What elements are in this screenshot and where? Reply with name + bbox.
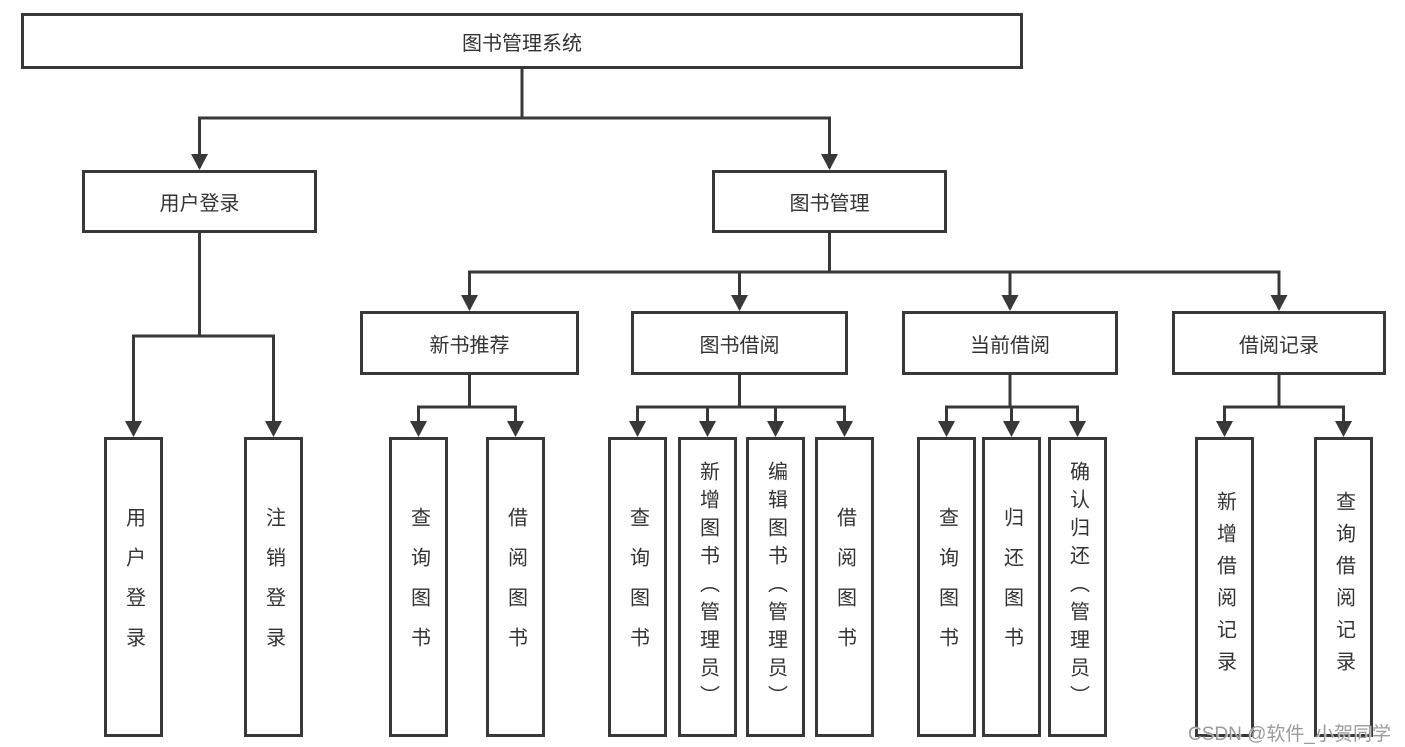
csdn-watermark: CSDN @软件_小贺同学 [1188, 724, 1391, 745]
node-current-borrow: 当前借阅 [902, 311, 1118, 375]
node-leaf-query-books-3: 查询图书 [917, 437, 976, 737]
node-library-system: 图书管理系统 [21, 13, 1023, 69]
connector-bookborrow-children [636, 375, 846, 434]
node-leaf-borrow-books-2: 借阅图书 [815, 437, 874, 737]
node-label: 新增图书（管理员） [696, 461, 719, 713]
node-label: 图书借阅 [699, 334, 780, 357]
connector-newbook-children [417, 375, 517, 434]
node-label: 查询图书 [935, 507, 958, 667]
arrowheads [125, 154, 1352, 437]
node-label: 图书管理系统 [462, 32, 582, 55]
connector-bookmgmt-level3 [468, 233, 1281, 309]
node-leaf-borrow-books-1: 借阅图书 [486, 437, 545, 737]
node-leaf-add-books-admin: 新增图书（管理员） [678, 437, 737, 737]
node-book-borrow: 图书借阅 [631, 311, 848, 375]
node-label: 用户登录 [159, 193, 240, 215]
node-borrow-records: 借阅记录 [1172, 311, 1386, 375]
node-label: 查询借阅记录 [1332, 491, 1355, 683]
node-label: 借阅图书 [504, 507, 527, 667]
node-new-book-recommend: 新书推荐 [360, 311, 579, 375]
node-label: 确认归还（管理员） [1066, 461, 1089, 713]
node-label: 查询图书 [407, 507, 430, 667]
node-leaf-query-books-1: 查询图书 [389, 437, 448, 737]
connector-userlogin-children [132, 233, 275, 434]
node-label: 注销登录 [262, 507, 285, 667]
node-leaf-query-books-2: 查询图书 [608, 437, 667, 737]
node-leaf-confirm-return-admin: 确认归还（管理员） [1048, 437, 1107, 737]
node-label: 查询图书 [626, 507, 649, 667]
node-leaf-return-books: 归还图书 [982, 437, 1041, 737]
node-label: 新增借阅记录 [1213, 491, 1236, 683]
node-label: 借阅记录 [1239, 334, 1319, 357]
node-label: 借阅图书 [833, 507, 856, 667]
node-label: 编辑图书（管理员） [764, 461, 787, 713]
node-leaf-query-borrow-record: 查询借阅记录 [1314, 437, 1373, 737]
node-user-login: 用户登录 [82, 170, 317, 233]
node-leaf-logout: 注销登录 [244, 437, 303, 737]
node-label: 图书管理 [789, 193, 870, 215]
node-label: 当前借阅 [970, 334, 1050, 357]
node-leaf-user-login: 用户登录 [104, 437, 163, 737]
node-book-management: 图书管理 [712, 170, 947, 233]
node-leaf-add-borrow-record: 新增借阅记录 [1195, 437, 1254, 737]
connector-records-children [1223, 375, 1345, 434]
node-label: 用户登录 [122, 507, 145, 667]
node-label: 新书推荐 [429, 334, 510, 357]
node-leaf-edit-books-admin: 编辑图书（管理员） [746, 437, 805, 737]
connector-root-to-level2 [198, 69, 831, 168]
node-label: 归还图书 [1000, 507, 1023, 667]
